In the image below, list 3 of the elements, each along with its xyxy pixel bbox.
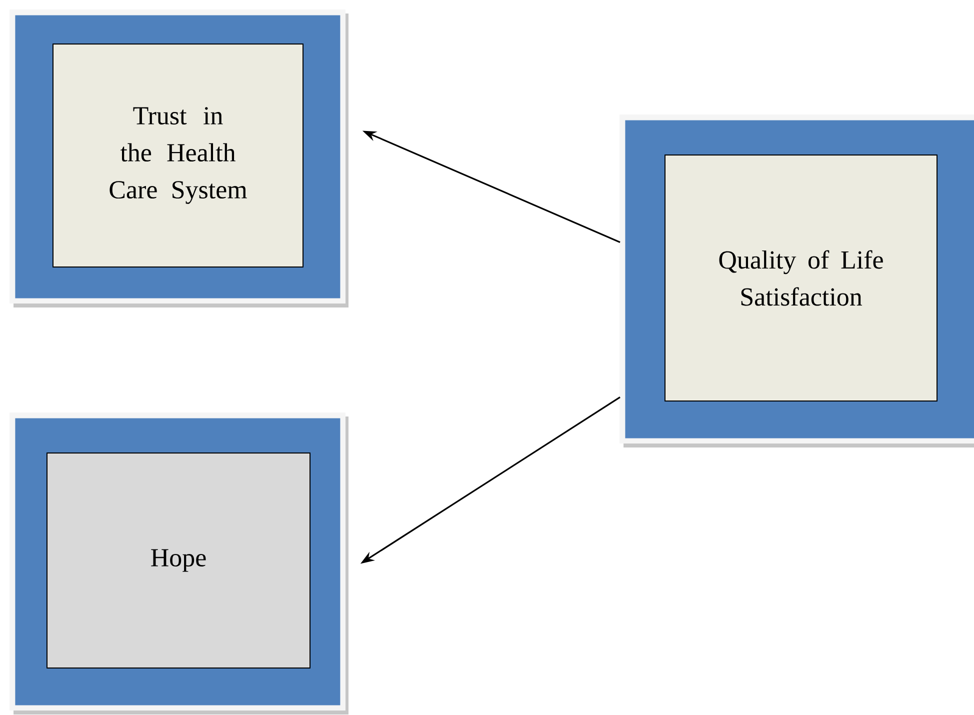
framed-box: Hope <box>10 412 348 714</box>
framed-box: Quality of Life Satisfaction <box>620 114 974 448</box>
framed-box: Trust in the Health Care System <box>10 10 348 308</box>
